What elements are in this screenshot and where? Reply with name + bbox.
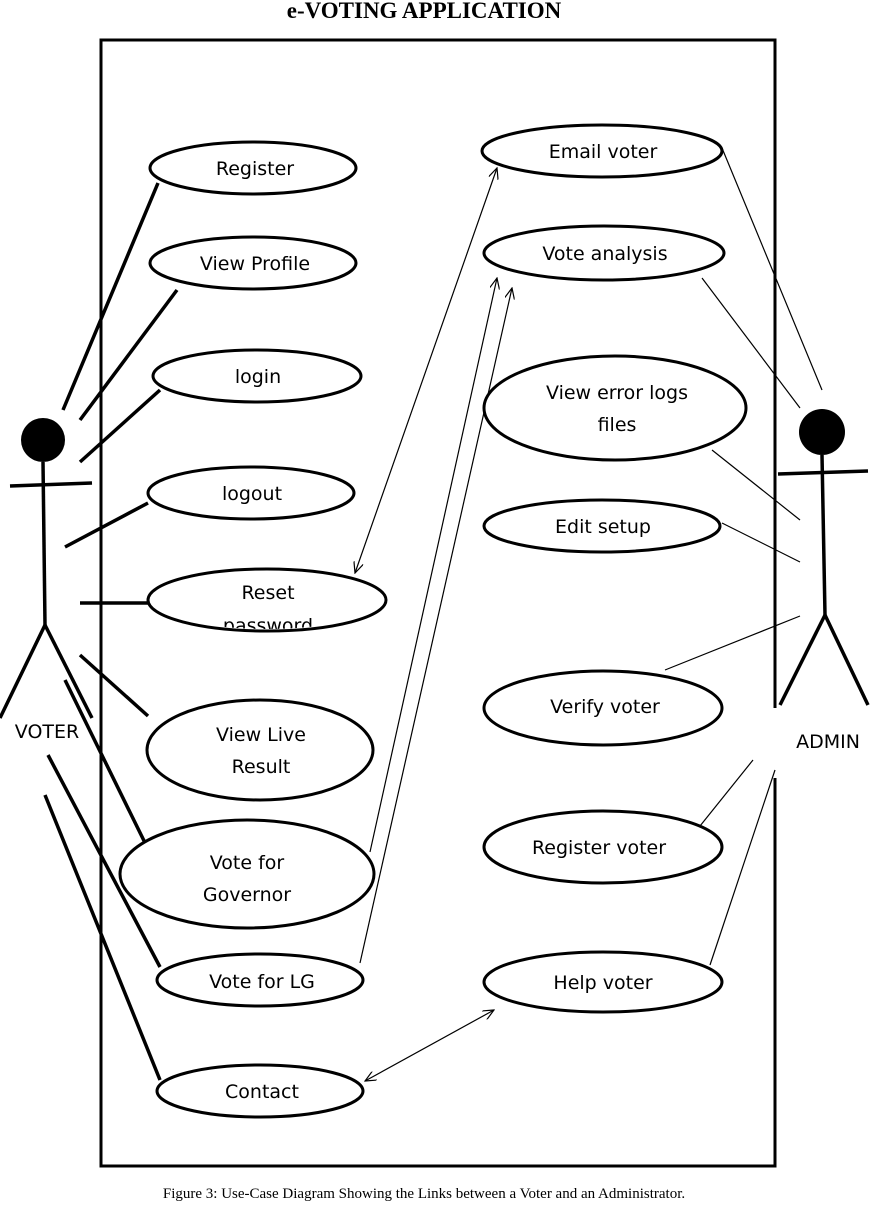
svg-text:View error logs: View error logs [546, 382, 688, 404]
svg-text:Governor: Governor [203, 884, 291, 906]
dependency-arrows [355, 168, 512, 1081]
svg-text:Register: Register [216, 158, 294, 180]
svg-text:Edit setup: Edit setup [555, 516, 651, 538]
svg-text:login: login [235, 366, 281, 388]
svg-text:Contact: Contact [225, 1081, 299, 1103]
use-case-contact: Contact [155, 1063, 365, 1119]
svg-text:files: files [598, 414, 637, 436]
svg-text:logout: logout [222, 483, 282, 505]
svg-text:Verify voter: Verify voter [550, 696, 660, 718]
use-case-edit-setup: Edit setup [482, 498, 722, 554]
use-case-logout: logout [146, 465, 356, 521]
use-case-view-profile: View Profile [148, 235, 358, 291]
svg-text:Vote for LG: Vote for LG [209, 971, 315, 993]
svg-text:password: password [223, 615, 313, 637]
admin-associations [664, 147, 823, 966]
use-case-vote-analysis: Vote analysis [482, 224, 726, 282]
use-case-help-voter: Help voter [482, 950, 724, 1014]
svg-text:Vote analysis: Vote analysis [542, 243, 667, 265]
svg-text:Reset: Reset [241, 582, 294, 604]
admin-actor [777, 409, 870, 706]
svg-text:Help voter: Help voter [553, 972, 652, 994]
svg-text:View Profile: View Profile [200, 253, 310, 275]
use-case-vote-lg: Vote for LG [155, 952, 365, 1008]
voter-label: VOTER [15, 721, 79, 743]
admin-label: ADMIN [796, 731, 860, 753]
diagram-title: e-VOTING APPLICATION [287, 0, 562, 23]
use-case-email-voter: Email voter [480, 123, 724, 179]
svg-text:Register voter: Register voter [532, 837, 666, 859]
voter-associations [43, 182, 179, 1081]
use-case-view-error-logs: View error logs files [482, 354, 748, 462]
svg-text:View Live: View Live [216, 724, 306, 746]
svg-text:Vote for: Vote for [210, 852, 285, 874]
use-case-verify-voter: Verify voter [482, 669, 724, 747]
admin-label-bg [770, 708, 871, 778]
use-case-register-voter: Register voter [482, 809, 724, 885]
use-case-register: Register [148, 140, 358, 196]
figure-caption: Figure 3: Use-Case Diagram Showing the L… [163, 1186, 685, 1202]
svg-text:Result: Result [232, 756, 291, 778]
use-case-login: login [151, 348, 363, 404]
svg-text:Email voter: Email voter [549, 141, 658, 163]
use-case-reset-password: Reset password [146, 567, 388, 637]
voter-actor [0, 418, 94, 719]
